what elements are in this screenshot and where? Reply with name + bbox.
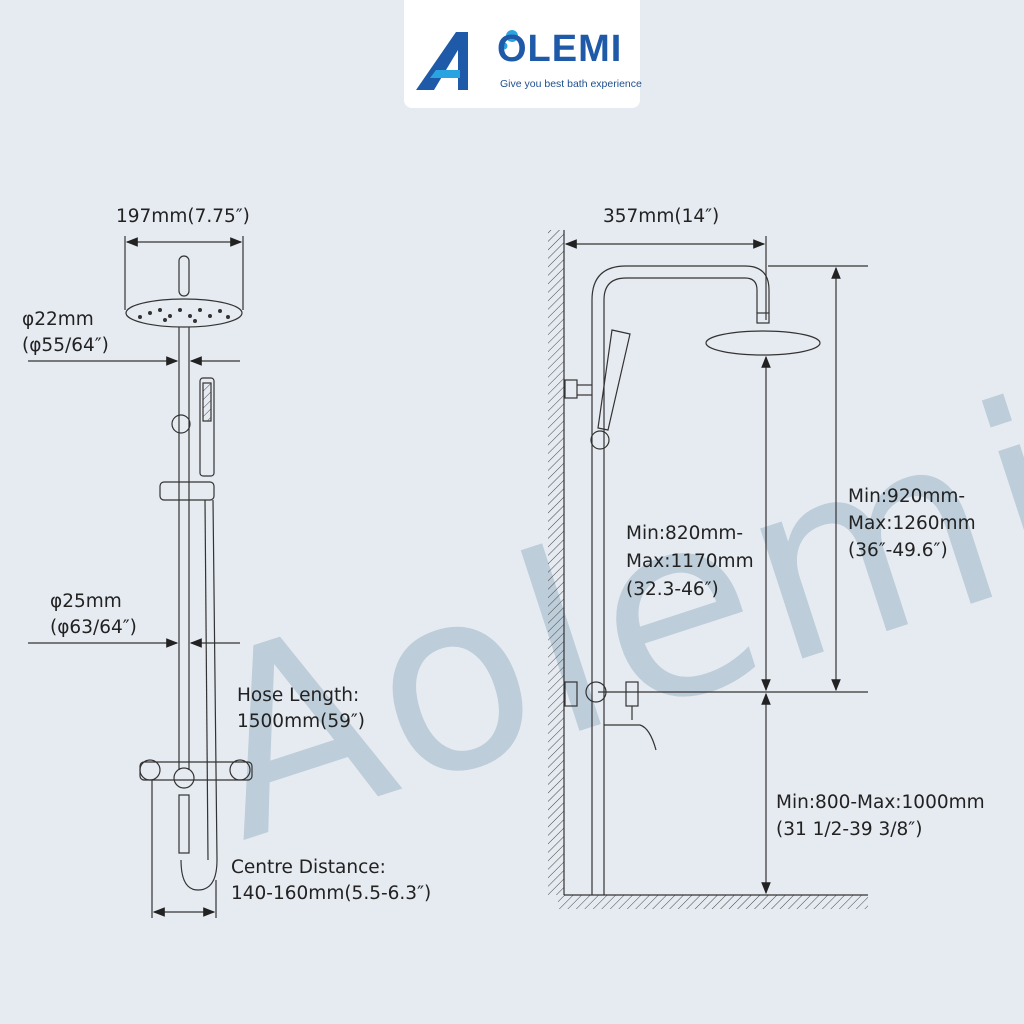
logo-tagline: Give you best bath experience — [500, 78, 642, 90]
head-height-line2: Max:1170mm — [626, 551, 754, 572]
hose-length-value: 1500mm(59″) — [237, 711, 366, 732]
head-height-line1: Min:820mm- — [626, 523, 744, 544]
top-pipe-dia-inch: (φ55/64″) — [22, 335, 109, 356]
total-height-line1: Min:920mm- — [848, 486, 966, 507]
side-view-drawing — [548, 230, 868, 909]
front-view-drawing — [28, 236, 253, 918]
valve-height-line2: (31 1/2-39 3/8″) — [776, 819, 923, 840]
top-pipe-dia-mm: φ22mm — [22, 309, 94, 330]
centre-distance-value: 140-160mm(5.5-6.3″) — [231, 883, 432, 904]
valve-height-line1: Min:800-Max:1000mm — [776, 792, 985, 813]
logo-panel — [404, 0, 640, 108]
logo-wordmark: OLEMI — [497, 28, 623, 70]
bottom-pipe-dia-inch: (φ63/64″) — [50, 617, 137, 638]
logo-mark-icon — [416, 30, 518, 90]
head-width-label: 197mm(7.75″) — [116, 206, 250, 227]
head-height-line3: (32.3-46″) — [626, 579, 719, 600]
total-height-line3: (36″-49.6″) — [848, 540, 948, 561]
centre-distance-title: Centre Distance: — [231, 857, 386, 878]
arm-reach-label: 357mm(14″) — [603, 206, 720, 227]
total-height-line2: Max:1260mm — [848, 513, 976, 534]
bottom-pipe-dia-mm: φ25mm — [50, 591, 122, 612]
hose-length-title: Hose Length: — [237, 685, 360, 706]
